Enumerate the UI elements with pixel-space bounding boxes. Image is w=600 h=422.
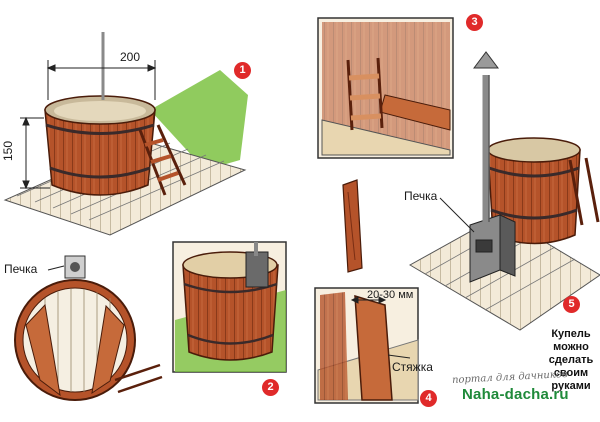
panel-5-tub-with-stove xyxy=(408,51,600,331)
tie-label: Стяжка xyxy=(392,360,433,374)
stave-piece xyxy=(342,179,363,273)
chimney-cap xyxy=(473,51,499,69)
stove-top-view-hole xyxy=(70,262,80,272)
stove-side xyxy=(499,214,516,277)
caption-line-5: руками xyxy=(551,380,591,392)
height-dimension-label: 150 xyxy=(1,140,16,162)
height-dimension xyxy=(20,116,50,190)
panel-4-wall xyxy=(320,292,348,400)
gap-dimension xyxy=(350,296,387,304)
stove-top-pointer xyxy=(47,265,65,271)
top-view-ladder xyxy=(114,363,163,394)
interior-ladder-steps xyxy=(348,73,382,121)
badge-5: 5 xyxy=(563,296,580,313)
width-dimension xyxy=(46,60,157,100)
bench-left xyxy=(25,303,61,397)
stove-label-panel-5: Печка xyxy=(404,189,438,203)
grass-patch xyxy=(150,70,248,170)
stove-door xyxy=(475,239,493,253)
badge-1: 1 xyxy=(234,62,251,79)
inner-stove xyxy=(245,251,269,288)
tub-5-hoop-1 xyxy=(488,166,580,178)
watermark-site: Naha-dacha.ru xyxy=(462,386,569,403)
caption-line-4: своим xyxy=(553,367,589,379)
tie-board xyxy=(354,294,393,401)
tub-5-hoop-2 xyxy=(490,208,578,220)
panel-2-tub-detail xyxy=(172,241,287,373)
caption-line-3: сделать xyxy=(548,354,594,366)
badge-4: 4 xyxy=(420,390,437,407)
caption-line-1: Купель xyxy=(551,328,591,340)
panel-4-tie-detail xyxy=(314,287,419,404)
tub-5-rim xyxy=(487,137,581,163)
width-dimension-label: 200 xyxy=(120,50,141,64)
stave-detail xyxy=(342,179,363,273)
stove-label-pointer xyxy=(439,197,475,233)
bench-right xyxy=(91,304,125,395)
ladder-5 xyxy=(568,157,600,226)
stove-label-top-view: Печка xyxy=(4,262,38,276)
ladder-steps xyxy=(144,138,179,182)
tub-2-hoop-2 xyxy=(187,333,274,345)
badge-3: 3 xyxy=(466,14,483,31)
stove xyxy=(469,214,516,283)
hoop-top xyxy=(45,123,155,135)
interior-floor xyxy=(321,119,451,156)
panel-3-interior xyxy=(317,17,454,159)
gap-dimension-label: 20-30 мм xyxy=(367,289,414,301)
panel-1-tub-on-deck xyxy=(3,32,248,236)
tub-top-view xyxy=(14,255,163,401)
badge-2: 2 xyxy=(262,379,279,396)
tub-water xyxy=(54,101,146,121)
hoop-bottom xyxy=(49,166,151,179)
caption-line-2: можно xyxy=(553,341,589,353)
tie-pointer xyxy=(387,354,411,359)
caption: Купель можно сделать своим руками xyxy=(540,328,600,393)
